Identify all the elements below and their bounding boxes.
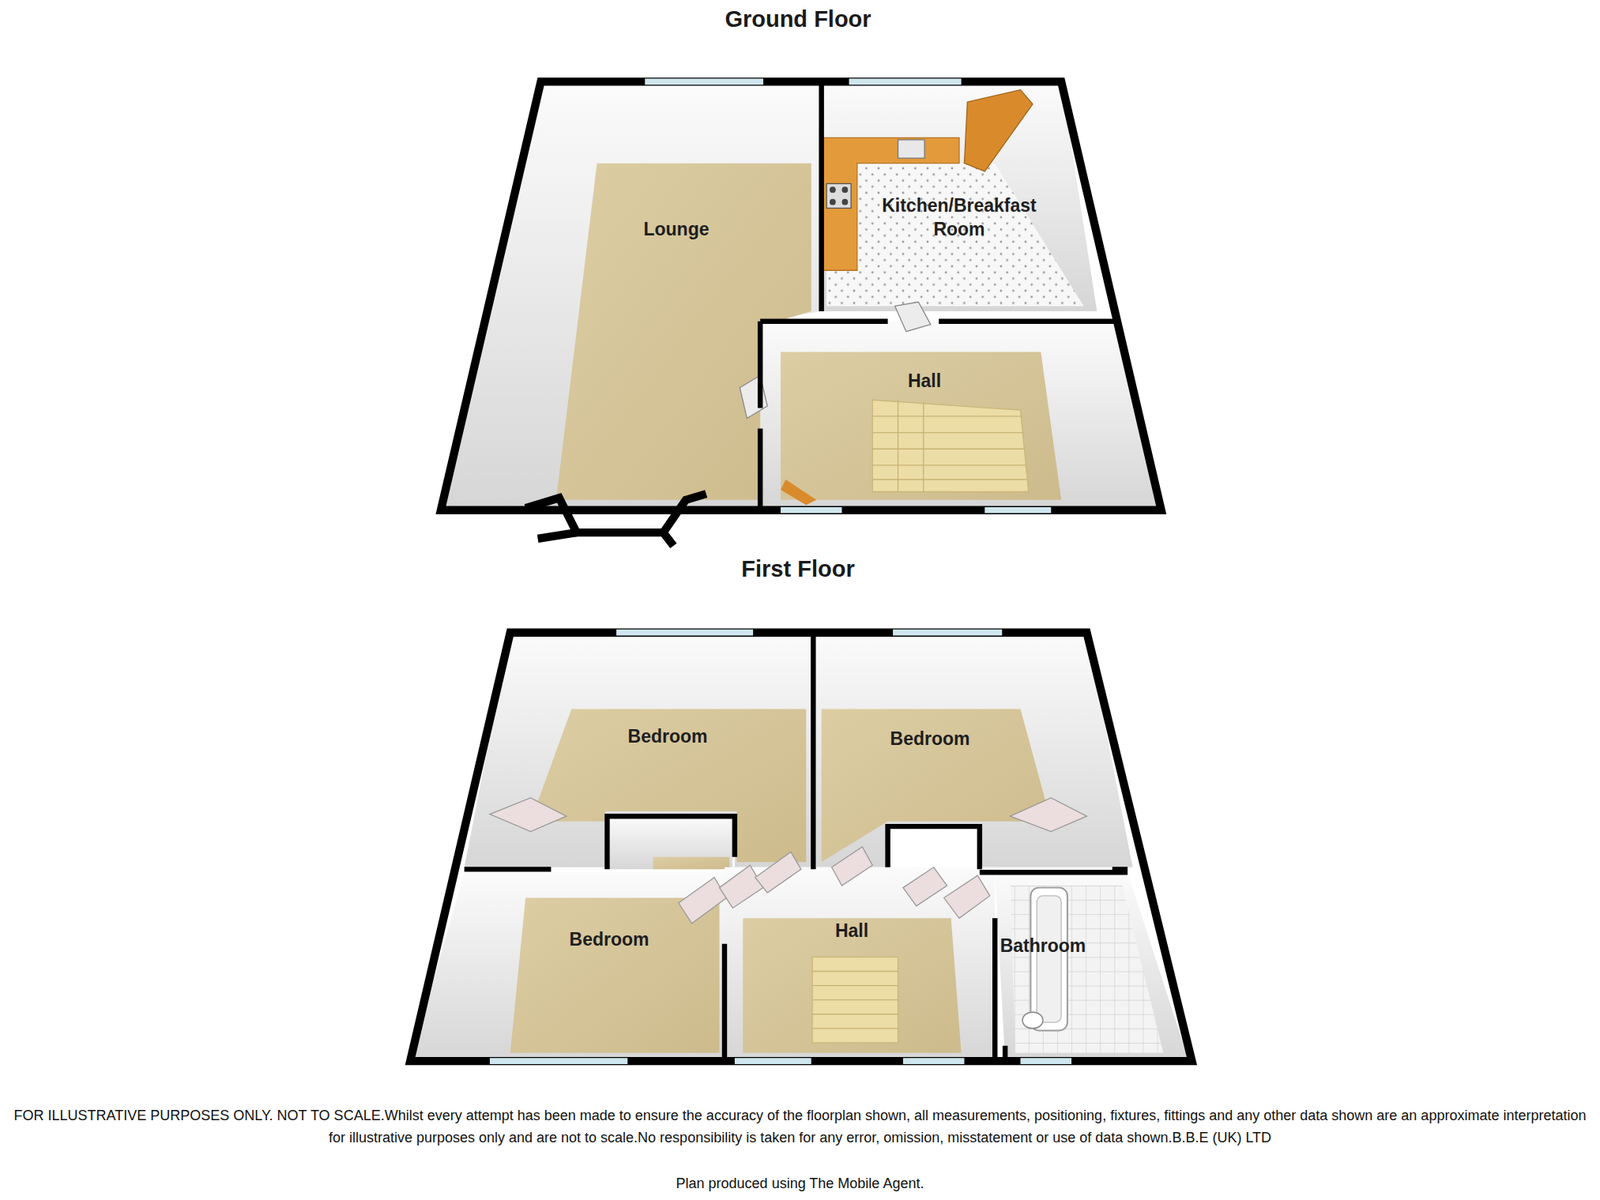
room-label: Kitchen/Breakfast Room	[864, 189, 1055, 245]
room: Bedroom	[604, 722, 731, 751]
floor-plan: First FloorBedroomBedroomBedroomHallBath…	[442, 553, 1154, 1067]
room-label: Hall	[812, 916, 892, 945]
disclaimer-caption: FOR ILLUSTRATIVE PURPOSES ONLY. NOT TO S…	[9, 1104, 1591, 1149]
room-label: Lounge	[613, 213, 740, 245]
room: Hall	[812, 916, 892, 945]
room: Bedroom	[545, 925, 673, 954]
floor-title: Ground Floor	[442, 3, 1154, 33]
room-label: Bedroom	[604, 722, 731, 751]
room-label: Hall	[884, 366, 964, 396]
room: Hall	[884, 366, 964, 396]
room-label: Bedroom	[545, 925, 673, 954]
floor-title: First Floor	[442, 553, 1154, 583]
room-label: Bedroom	[866, 724, 994, 753]
footer-note: Plan produced using The Mobile Agent.	[9, 1174, 1591, 1194]
room: Bathroom	[987, 931, 1099, 960]
room: Kitchen/Breakfast Room	[864, 189, 1055, 245]
room: Bedroom	[866, 724, 994, 753]
floor-plan: Ground FloorLounge Kitchen/Breakfast Room…	[442, 3, 1154, 549]
room: Lounge	[613, 213, 740, 245]
room-label: Bathroom	[987, 931, 1099, 960]
